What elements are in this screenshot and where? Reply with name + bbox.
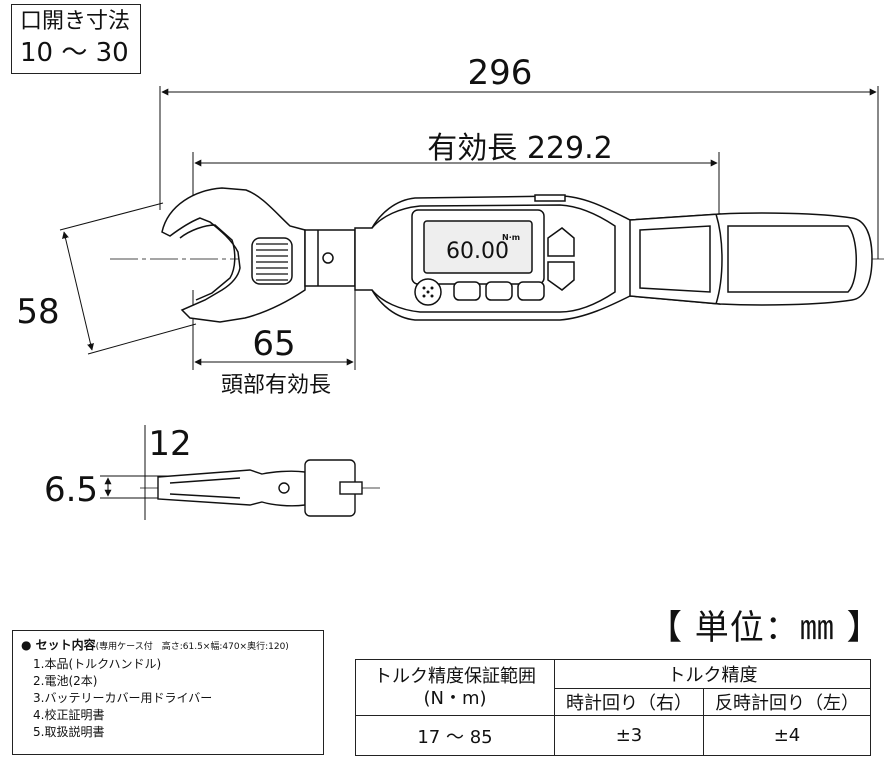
function-button-2 [485, 281, 513, 301]
contents-item: 1.本品(トルクハンドル) [33, 657, 162, 671]
accuracy-group-header: トルク精度 [554, 659, 871, 689]
grip [629, 212, 873, 306]
lcd-unit: N·m [502, 233, 520, 242]
opening-size-box: 口開き寸法 10 〜 30 [11, 4, 141, 74]
head-effective-label: 65 [252, 324, 295, 364]
opening-size-label: 口開き寸法 [20, 9, 131, 34]
total-length-label: 296 [468, 53, 533, 93]
contents-item: 5.取扱説明書 [33, 725, 105, 739]
range-value: 17 〜 85 [355, 715, 555, 756]
wrench-head [161, 187, 356, 323]
unit-label: 【 単位：㎜ 】 [648, 608, 882, 648]
function-button-1 [453, 281, 481, 301]
lcd-screen [423, 220, 533, 274]
head-effective-dimension: 65 頭部有効長 [192, 290, 356, 398]
effective-length-label: 有効長 229.2 [427, 131, 612, 166]
torque-accuracy-table: トルク精度保証範囲 (N・m) トルク精度 時計回り（右） 反時計回り（左） 1… [355, 659, 871, 756]
contents-item: 3.バッテリーカバー用ドライバー [33, 691, 213, 705]
effective-length-dimension: 有効長 229.2 [192, 131, 720, 300]
thickness-top-label: 12 [148, 424, 191, 464]
range-header: トルク精度保証範囲 (N・m) [355, 659, 555, 716]
ccw-value: ±4 [703, 715, 871, 756]
head-width-label: 58 [16, 292, 59, 332]
up-button [547, 227, 575, 257]
head-effective-caption: 頭部有効長 [221, 373, 331, 398]
thickness-side-label: 6.5 [44, 470, 98, 510]
cw-value: ±3 [554, 715, 704, 756]
head-width-dimension: 58 [16, 202, 197, 355]
total-length-dimension: 296 [159, 53, 879, 259]
cw-header: 時計回り（右） [554, 688, 704, 716]
set-contents-box: ● セット内容(専用ケース付 高さ:61.5×幅:470×奥行:120) 1.本… [12, 630, 324, 755]
opening-size-range: 10 〜 30 [20, 38, 129, 68]
contents-item: 2.電池(2本) [33, 674, 98, 688]
lcd-reading: 60.00 [446, 239, 509, 264]
set-contents-heading: ● セット内容(専用ケース付 高さ:61.5×幅:470×奥行:120) [21, 638, 289, 652]
contents-item: 4.校正証明書 [33, 708, 105, 722]
wrench-drawing: 296 有効長 229.2 58 65 頭部有効長 [16, 53, 884, 520]
wrench-body [354, 194, 873, 321]
function-button-3 [517, 281, 545, 301]
side-view [100, 425, 380, 520]
down-button [547, 261, 575, 291]
ccw-header: 反時計回り（左） [703, 688, 871, 716]
